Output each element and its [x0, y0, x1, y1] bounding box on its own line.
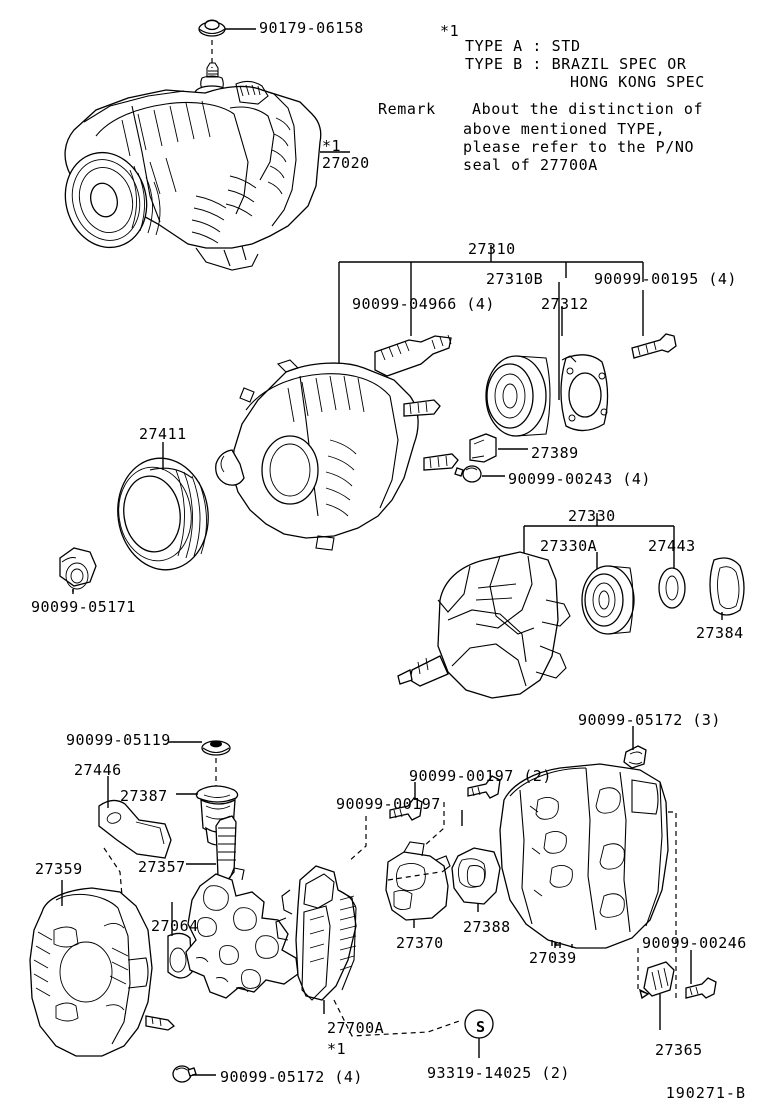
drive-end-frame-drawing [215, 359, 459, 551]
terminal-bolt-27357: 27357 [138, 858, 186, 876]
remark-line-4: seal of 27700A [463, 156, 598, 174]
drawing-number: 190271-B [665, 1084, 746, 1102]
type-a-note: TYPE A : STD [465, 37, 581, 55]
bolt-90099-00197: 90099-00197 [336, 795, 441, 813]
insulator-27387: 27387 [120, 787, 168, 805]
bolt-90099-00246: 90099-00246 [642, 934, 747, 952]
rotor-assy-27330: 27330 [568, 507, 616, 525]
alternator-assy-star: *1 [322, 137, 342, 155]
rotor-27330A-drawing [397, 551, 571, 699]
stud-90099-04966: 90099-04966 (4) [352, 295, 495, 313]
bolt-90099-00197-2-part [389, 782, 445, 847]
bracket-27310 [338, 245, 644, 400]
terminal-bolt-27357-part [186, 815, 237, 883]
remark-label: Remark [378, 100, 436, 118]
remark-line-1: About the distinction of [472, 100, 704, 118]
collar-27384-part [709, 557, 745, 620]
type-b-note-cont: HONG KONG SPEC [570, 73, 705, 91]
remark-line-2: above mentioned TYPE, [463, 120, 666, 138]
bearing-retainer-27310B: 27310B [486, 270, 544, 288]
drive-end-frame-27310: 27310 [468, 240, 516, 258]
washer-27443-part [658, 567, 686, 609]
insulator-27389-part [469, 433, 528, 463]
bolt-90099-00197-2: 90099-00197 (2) [409, 767, 552, 785]
nut-90179-06158: 90179-06158 [259, 19, 364, 37]
brush-holder-27388: 27388 [463, 918, 511, 936]
bearing-27310B-part [485, 355, 551, 437]
rectifier-27700A: 27700A [327, 1019, 385, 1037]
bearing-27330A-ball [581, 565, 635, 635]
type-note-marker: *1 [440, 22, 460, 40]
terminal-27365-part [637, 948, 675, 1030]
screw-90099-05172-3: 90099-05172 (3) [578, 711, 721, 729]
screw-93319-14025: 93319-14025 (2) [427, 1064, 570, 1082]
alternator-assembly-drawing [64, 19, 350, 271]
washer-27064: 27064 [151, 917, 199, 935]
terminal-insulator-27389: 27389 [531, 444, 579, 462]
bolt-90099-00197-part [347, 775, 501, 863]
washer-27064-part [167, 902, 193, 979]
ic-regulator-27370: 27370 [396, 934, 444, 952]
rear-end-cover-27359-drawing [29, 880, 176, 1057]
rear-end-cover-27359: 27359 [35, 860, 83, 878]
insulator-27387-part [176, 785, 239, 846]
remark-line-3: please refer to the P/NO [463, 138, 695, 156]
screw-90099-05172-bottom-part [172, 1065, 216, 1083]
brush-holder-27388-drawing [451, 847, 501, 912]
collar-27384: 27384 [696, 624, 744, 642]
pulley-27411: 27411 [139, 425, 187, 443]
screw-90099-05172-3-part [623, 726, 647, 769]
bolt-90099-00195: 90099-00195 (4) [594, 270, 737, 288]
stator-27039-drawing [499, 763, 669, 949]
screw-set-marker-s: S [476, 1018, 486, 1036]
rotor-27330A: 27330A [540, 537, 598, 555]
bolt-90099-00246-part [685, 950, 717, 999]
screw-90099-00243: 90099-00243 (4) [508, 470, 651, 488]
type-b-note: TYPE B : BRAZIL SPEC OR [465, 55, 687, 73]
nut-90099-05119-part [168, 740, 231, 788]
bearing-cover-27312-part [560, 354, 609, 432]
nut-90099-05171: 90099-05171 [31, 598, 136, 616]
nut-90099-05119: 90099-05119 [66, 731, 171, 749]
alternator-assy-27020: 27020 [322, 154, 370, 172]
rectifier-star: *1 [327, 1040, 347, 1058]
stud-90099-04966-part [374, 334, 452, 377]
bearing-27443: 27443 [648, 537, 696, 555]
pulley-27411-drawing [59, 442, 209, 594]
stator-27039: 27039 [529, 949, 577, 967]
brush-holder-assembly-drawing [185, 867, 299, 999]
nut-90179-06158-part [198, 19, 226, 37]
screw-90099-00243-part [454, 465, 505, 483]
bolt-90099-00195-part [631, 333, 677, 359]
bearing-cover-27312: 27312 [541, 295, 589, 313]
terminal-27365: 27365 [655, 1041, 703, 1059]
screw-90099-05172-4: 90099-05172 (4) [220, 1068, 363, 1086]
bracket-27446: 27446 [74, 761, 122, 779]
ic-regulator-27370-drawing [385, 841, 451, 928]
